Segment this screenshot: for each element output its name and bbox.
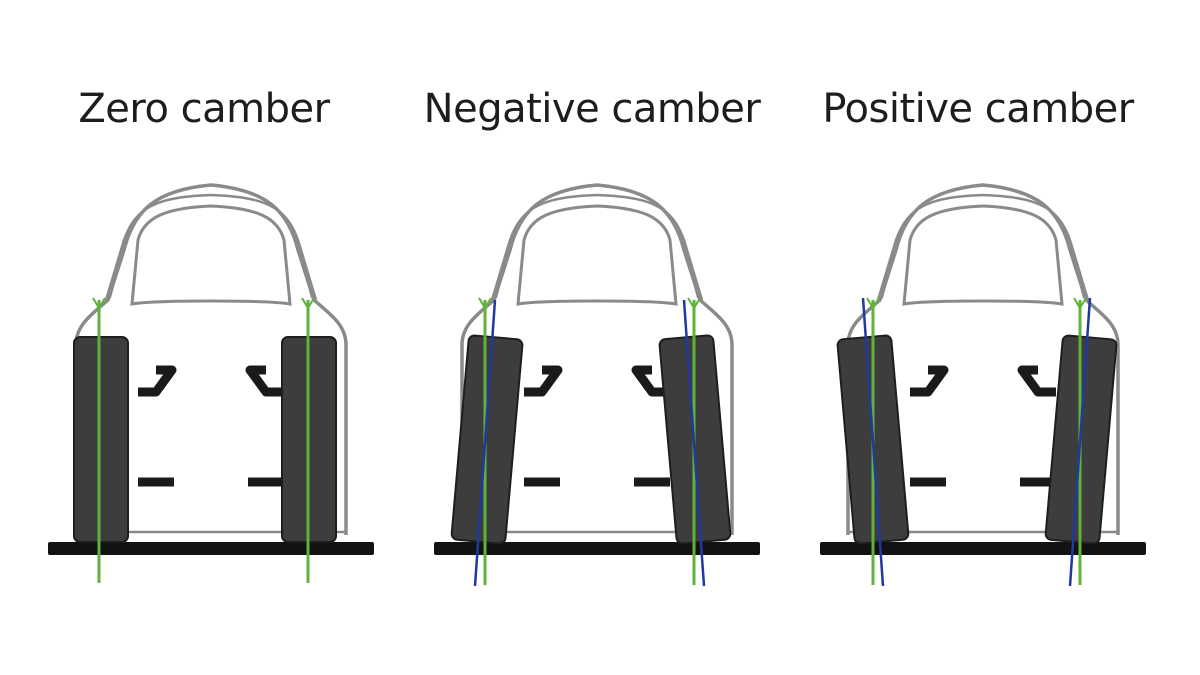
panel-zero-camber [48,185,374,583]
panel-negative-camber [434,185,760,587]
wheel-axis-right [1068,297,1092,587]
panel-title-negative-camber: Negative camber [423,86,761,132]
wheel-axis-right [682,299,706,587]
panel-title-zero-camber: Zero camber [78,86,330,132]
wheel-axis-left [861,297,885,587]
panel-title-positive-camber: Positive camber [822,86,1134,132]
left-tyre [73,336,129,543]
panel-positive-camber [820,185,1146,587]
wheel-axis-left [473,299,497,587]
